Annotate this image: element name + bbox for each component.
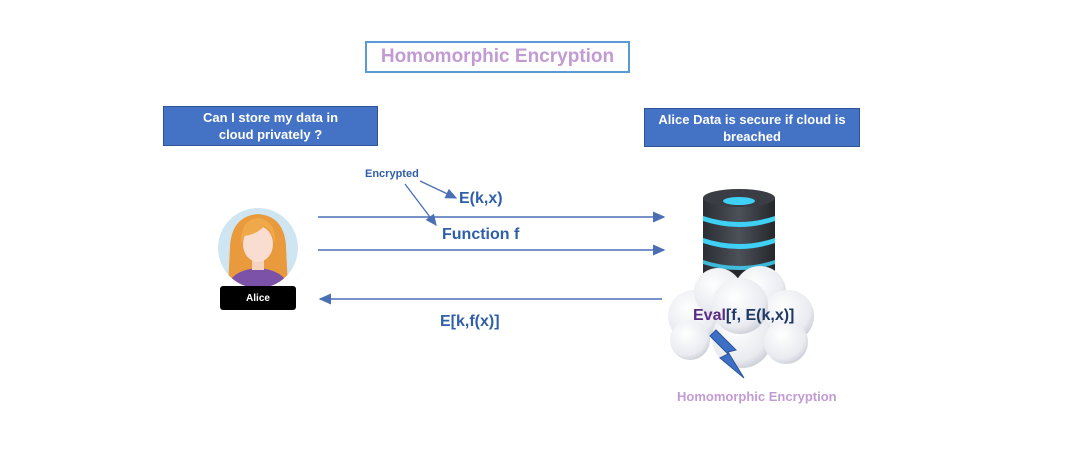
cloud-caption: Homomorphic Encryption [677,389,837,404]
lightning-bolt-icon [709,329,745,379]
function-label: Function f [442,226,520,243]
diagram-title: Homomorphic Encryption [365,41,630,73]
annotation-pointer-1 [419,180,458,199]
annotation-pointer-2 [404,183,437,227]
user-avatar-icon [218,208,298,288]
encrypted-data-label: E(k,x) [459,190,503,207]
eval-args: [f, E(k,x)] [725,307,795,324]
result-label: E[k,f(x)] [440,313,500,330]
encrypted-annotation: Encrypted [365,168,419,180]
question-line-1: Can I store my data in [202,110,339,125]
alice-label: Alice [220,286,296,310]
secure-line-2: breached [723,128,781,144]
cloud-server-illustration [668,189,814,379]
eval-expression: Eval[f, E(k,x)] [693,307,794,325]
question-note: Can I store my data in cloud privately ? [163,106,378,146]
secure-note: Alice Data is secure if cloud is breache… [644,108,860,147]
secure-line-1: Alice Data is secure if cloud is [658,111,846,127]
question-line-2: cloud privately ? [218,127,323,142]
eval-word: Eval [693,307,726,324]
